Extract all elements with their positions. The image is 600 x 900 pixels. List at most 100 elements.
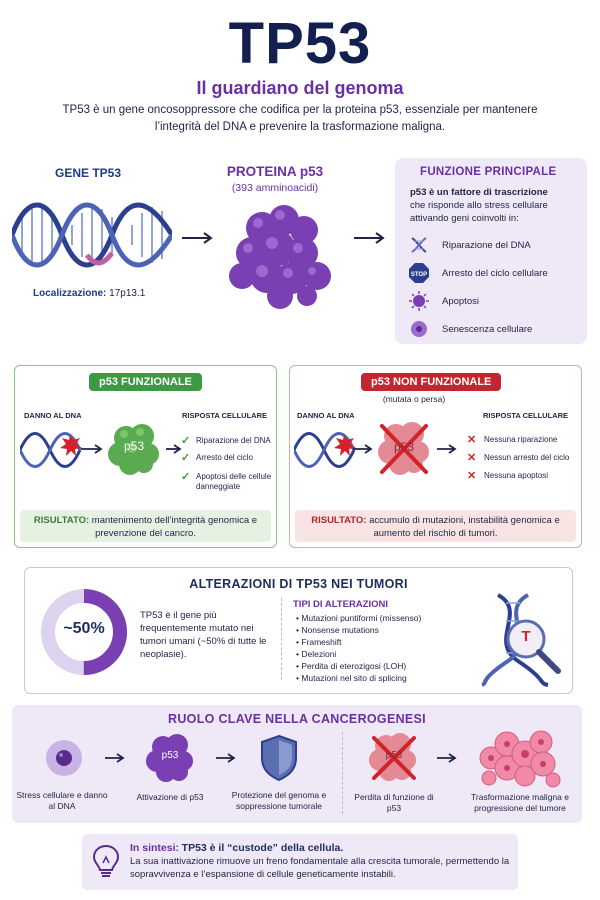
summary-headline: TP53 è il “custode” della cellula.: [181, 842, 344, 854]
alteration-type: • Frameshift: [296, 637, 342, 647]
response-header: RISPOSTA CELLULARE: [483, 411, 569, 420]
arrow-icon: [215, 752, 237, 764]
check-icon: ✓: [181, 471, 191, 483]
percentage-label: ~50%: [63, 620, 105, 637]
summary-panel: [82, 834, 518, 890]
damage-header: DANNO AL DNA: [24, 411, 82, 420]
cross-icon: ✕: [467, 452, 477, 464]
step-4-label: Perdita di funzione di p53: [354, 792, 434, 813]
nonfunctional-response-3: Nessuna apoptosi: [484, 471, 549, 480]
response-header: RISPOSTA CELLULARE: [182, 411, 268, 420]
step-2-label: Attivazione di p53: [136, 792, 204, 802]
nonfunctional-response-1: Nessuna riparazione: [484, 435, 558, 444]
function-item-apoptosis: Apoptosi: [442, 296, 479, 307]
lost-p53-label: p53: [385, 750, 403, 761]
functional-protein-label: p53: [123, 439, 145, 453]
functional-response-3: Apoptosi delle cellule danneggiate: [196, 472, 272, 491]
damaged-dna-icon: [20, 428, 90, 472]
nonfunctional-response-2: Nessun arresto del ciclo: [484, 453, 570, 462]
arrow-icon: [352, 231, 386, 245]
localization-value: 17p13.1: [109, 288, 146, 299]
function-description: p53 è un fattore di trascrizione che ris…: [410, 186, 580, 225]
function-title: FUNZIONE PRINCIPALE: [420, 166, 557, 178]
nonfunctional-result-box: [295, 510, 576, 542]
functional-result-label: RISULTATO:: [33, 515, 90, 526]
functional-result-text: mantenimento dell’integrità genomica e p…: [91, 515, 258, 539]
alteration-type: • Mutazioni puntiformi (missenso): [296, 613, 422, 623]
protein-illustration: [222, 198, 342, 318]
senescence-icon: [408, 318, 430, 340]
alterations-description: TP53 è il gene più frequentemente mutato…: [140, 610, 267, 660]
alterations-title: ALTERAZIONI DI TP53 NEI TUMORI: [189, 577, 408, 591]
svg-text:STOP: STOP: [411, 272, 427, 278]
page-subtitle: Il guardiano del genoma: [196, 78, 404, 98]
magnifier-letter: T: [521, 628, 531, 645]
summary-bold-prefix: In sintesi:: [130, 842, 180, 854]
function-item-cell-cycle-arrest: Arresto del ciclo cellulare: [442, 268, 548, 279]
alteration-type: • Delezioni: [296, 649, 337, 659]
divider: [342, 732, 343, 814]
arrow-icon: [165, 443, 183, 455]
function-item-dna-repair: Riparazione del DNA: [442, 240, 531, 251]
damaged-dna-icon: [294, 428, 364, 472]
function-panel: [395, 158, 587, 344]
functional-p53-protein: [106, 422, 162, 476]
lightbulb-icon: [91, 843, 121, 879]
alteration-type: • Mutazioni nel sito di splicing: [296, 673, 407, 683]
functional-tag: p53 FUNZIONALE: [89, 373, 202, 391]
magnified-dna-icon: [478, 591, 570, 687]
functional-response-1: Riparazione del DNA: [196, 436, 271, 445]
intro-text: TP53 è un gene oncosoppressore che codif…: [62, 104, 538, 133]
check-icon: ✓: [181, 452, 191, 464]
alteration-types-title: TIPI DI ALTERAZIONI: [293, 599, 388, 610]
nonfunctional-result-label: RISULTATO:: [311, 515, 367, 526]
functional-result: RISULTATO: mantenimento dell’integrità g…: [22, 514, 269, 540]
apoptosis-icon: [408, 290, 430, 312]
protein-label: PROTEINA p53: [226, 164, 324, 179]
dna-icon: [408, 234, 430, 256]
nonfunctional-result-text: accumulo di mutazioni, instabilità genom…: [369, 515, 560, 539]
active-p53-label: p53: [161, 750, 179, 761]
function-desc-bold: p53 è un fattore di trascrizione: [410, 187, 548, 198]
alterations-panel: [24, 567, 573, 694]
alteration-type: • Perdita di eterozigosi (LOH): [296, 661, 407, 671]
step-1-label: Stress cellulare e danno al DNA: [16, 790, 108, 811]
functional-result-box: [20, 510, 271, 542]
arrow-icon: [352, 443, 374, 455]
localization-label: Localizzazione:: [33, 288, 107, 299]
function-desc-rest: che risponde allo stress cellulare attiv…: [410, 200, 548, 224]
alteration-types-list: • Mutazioni puntiformi (missenso) • Nons…: [296, 612, 466, 684]
tumor-cells-icon: [477, 728, 561, 788]
mutated-p53-protein: [376, 420, 432, 478]
nonfunctional-result: RISULTATO: accumulo di mutazioni, instab…: [297, 514, 574, 540]
dna-helix-illustration: [12, 195, 172, 275]
functional-response-2: Arresto del ciclo: [196, 453, 253, 462]
arrow-icon: [180, 231, 214, 245]
cancerogenesis-title: RUOLO CLAVE NELLA CANCEROGENESI: [168, 712, 426, 726]
lost-p53-icon: [368, 732, 420, 784]
arrow-icon: [436, 443, 458, 455]
page-title: TP53: [228, 11, 372, 76]
summary-body: La sua inattivazione rimuove un freno fo…: [130, 856, 510, 880]
summary-text: In sintesi: TP53 è il “custode” della ce…: [130, 842, 512, 881]
shield-icon: [258, 734, 300, 782]
check-icon: ✓: [181, 435, 191, 447]
arrow-icon: [80, 443, 104, 455]
step-3-label: Protezione del genoma e soppressione tum…: [231, 790, 327, 811]
gene-label: GENE TP53: [55, 166, 122, 180]
mutated-protein-label: p53: [393, 440, 415, 454]
stop-icon: STOP: [408, 262, 430, 284]
protein-size: (393 amminoacidi): [231, 182, 319, 194]
active-p53-icon: [145, 733, 195, 783]
gene-localization: Localizzazione: 17p13.1: [33, 288, 145, 299]
damage-header: DANNO AL DNA: [297, 411, 355, 420]
cross-icon: ✕: [467, 434, 477, 446]
function-item-senescence: Senescenza cellulare: [442, 324, 533, 335]
percentage-donut: [40, 588, 128, 676]
arrow-icon: [104, 752, 126, 764]
step-5-label: Trasformazione maligna e progressione de…: [471, 792, 569, 813]
cross-icon: ✕: [467, 470, 477, 482]
divider: [281, 598, 282, 680]
cell-icon: [44, 738, 84, 778]
nonfunctional-tag-sub: (mutata o persa): [382, 394, 446, 404]
